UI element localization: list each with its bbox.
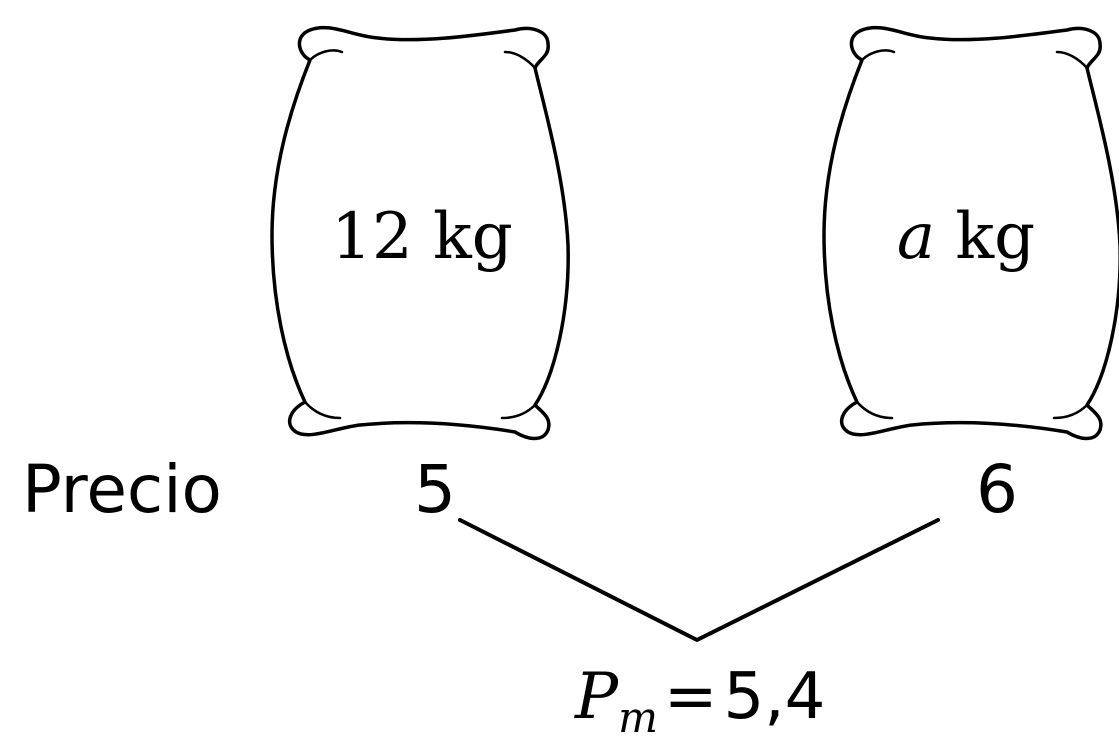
price-row-label: Precio [22,451,222,528]
price-right: 6 [976,451,1018,528]
mean-price-value: 5,4 [724,660,826,734]
sack-right-fold-bottom-left [857,402,892,418]
mean-connector-lines [460,520,938,640]
mean-price-result: Pm=5,4 [574,660,825,742]
sack-right-label: a kg [897,200,1035,274]
sack-right-fold-bottom-right [1054,405,1087,418]
sack-right: a kg [824,28,1119,439]
price-left: 5 [414,451,456,528]
sack-left: 12 kg [272,28,568,439]
sack-left-fold-top-left [310,50,342,60]
sack-right-fold-top-left [862,50,894,60]
mean-price-subscript: m [618,693,658,742]
sack-right-fold-top-right [1057,52,1087,68]
sack-left-fold-top-right [505,52,535,68]
mean-price-equals: = [664,660,718,734]
mean-price-symbol: P [574,660,619,734]
sack-left-fold-bottom-left [305,402,340,418]
sack-left-label: 12 kg [331,200,513,274]
sack-left-fold-bottom-right [502,405,535,418]
